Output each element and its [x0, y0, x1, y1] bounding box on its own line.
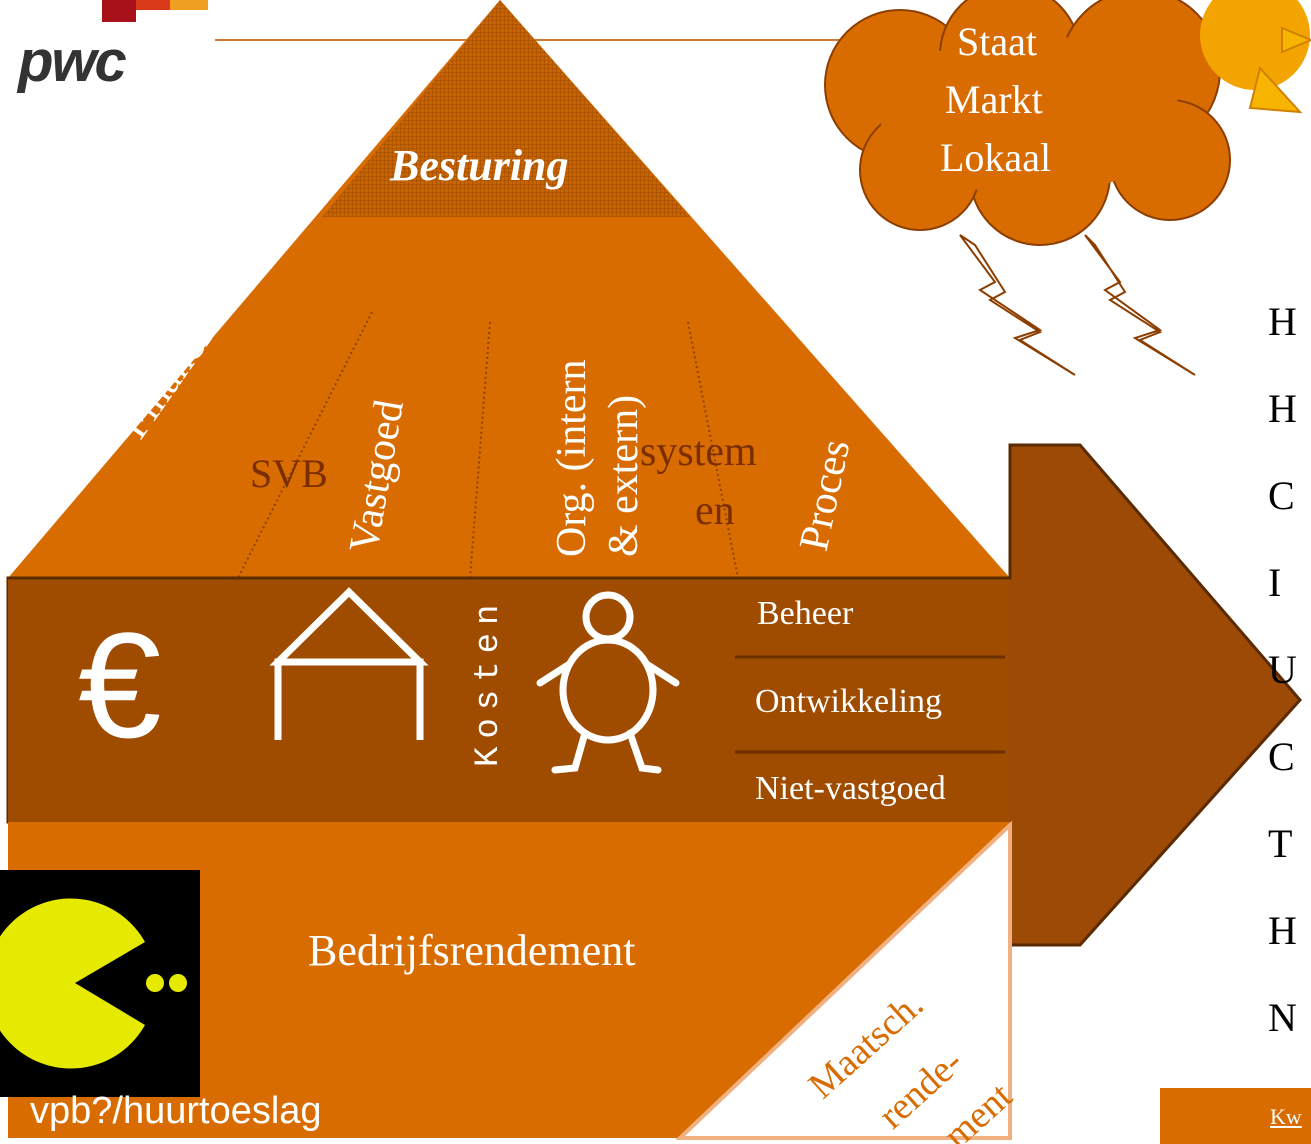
right-letter-3: C: [1268, 473, 1295, 518]
person-icon: [536, 591, 680, 774]
euro-icon: €: [78, 601, 162, 769]
tax-note: vpb?/huurtoeslag: [30, 1090, 322, 1132]
cloud-shape: [824, 0, 1231, 246]
pacman-pellet-1: [146, 974, 164, 992]
footer-link-text[interactable]: Kw: [1270, 1104, 1302, 1129]
systemen-label-line1: system: [640, 429, 757, 475]
sun-icon: [1200, 0, 1311, 114]
right-letter-6: C: [1268, 734, 1295, 779]
pyramid-upper: [8, 0, 1010, 578]
cost-item-niet-vastgoed: Niet-vastgoed: [755, 770, 946, 807]
cloud-line-staat: Staat: [957, 19, 1037, 64]
right-letter-5: U: [1268, 647, 1297, 692]
house-icon: [269, 587, 429, 740]
svb-label: SVB: [250, 451, 328, 496]
pyramid-base: [8, 822, 1010, 1138]
right-letter-1: H: [1268, 299, 1297, 344]
segment-org-intern: Org. (intern: [549, 359, 595, 557]
right-letter-7: T: [1268, 821, 1293, 866]
cloud-line-lokaal: Lokaal: [940, 135, 1052, 180]
logo-bars: [102, 0, 208, 22]
pacman-icon: [0, 898, 145, 1069]
right-letter-9: N: [1268, 995, 1297, 1040]
footer-box: [1160, 1088, 1311, 1144]
pyramid-top-pattern: [322, 0, 690, 217]
systemen-label-line2: en: [695, 488, 735, 534]
segment-dividers: [237, 311, 739, 579]
cloud-line-markt: Markt: [945, 77, 1043, 122]
right-letter-8: H: [1268, 908, 1297, 953]
pacman-pellet-2: [169, 974, 187, 992]
lightning-bolts: [959, 234, 1196, 376]
right-letter-4: I: [1268, 560, 1282, 605]
cost-band: [8, 578, 1010, 822]
cost-item-ontwikkeling: Ontwikkeling: [755, 683, 942, 720]
bedrijfsrendement-label: Bedrijfsrendement: [308, 926, 636, 975]
kosten-label: Kosten: [470, 596, 508, 767]
pwc-logo: pwc: [18, 29, 127, 94]
besturing-label: Besturing: [390, 141, 569, 190]
maatsch-triangle: [674, 820, 1012, 1140]
right-letter-2: H: [1268, 386, 1297, 431]
cost-item-beheer: Beheer: [757, 595, 854, 632]
